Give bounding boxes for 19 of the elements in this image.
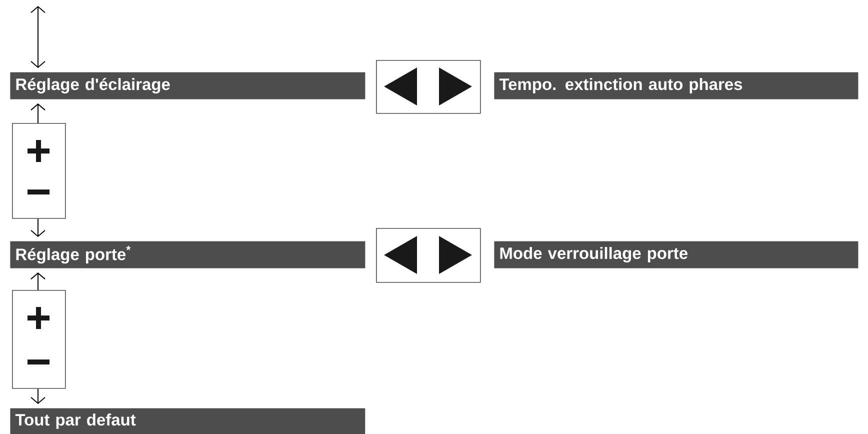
arrow [30,218,46,237]
arrow [30,272,46,290]
arrow [30,6,46,68]
arrow-buttons-box [376,60,481,114]
plus-minus-box [12,123,66,219]
menu-bar [10,72,366,100]
menu-bar [494,241,858,268]
menu-label: Tout par defaut [15,414,136,429]
menu-label: Mode verrouillage porte [500,246,688,262]
arrow-buttons-box [376,228,481,283]
arrow [30,388,46,404]
plus-minus-box [12,290,66,389]
arrow [30,103,46,124]
menu-label: Réglage d'éclairage [16,78,170,94]
menu-label: Réglage porte$^{*}$ [16,246,131,264]
menu-bar [10,241,366,268]
menu-label: Tempo. extinction auto phares [499,78,742,94]
menu-bar [494,72,858,100]
menu-bar [10,408,366,434]
